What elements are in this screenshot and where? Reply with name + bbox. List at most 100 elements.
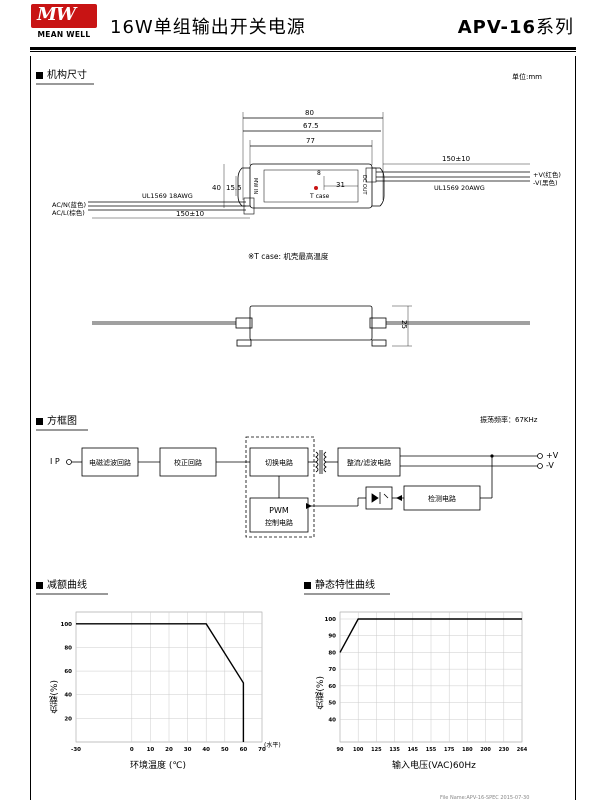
mechanical-section-title: 机构尺寸 <box>36 66 94 85</box>
tc-note: ※T case: 机壳最高温度 <box>248 252 329 261</box>
block-section-title: 方框图 <box>36 412 88 431</box>
page-frame <box>30 56 576 800</box>
derating-ytick-label: 100 <box>61 622 73 628</box>
static-ytick-label: 80 <box>328 650 336 656</box>
tc-point-icon <box>314 186 318 190</box>
top-view-drawing <box>88 112 530 219</box>
derating-xtick-label: 40 <box>202 747 210 753</box>
out-plus-label: +V <box>546 451 559 460</box>
derating-xtick-label: 30 <box>184 747 192 753</box>
static-xtick-label: 155 <box>426 747 437 753</box>
page-header: MW MEAN WELL 16W单组输出开关电源 APV-16系列 <box>0 0 600 48</box>
static-ytick-label: 60 <box>328 684 336 690</box>
dim-body: 77 <box>306 137 315 145</box>
switching-frequency: 振荡频率：67KHz <box>480 416 538 424</box>
static-xtick-label: 145 <box>408 747 419 753</box>
static-ytick-label: 40 <box>328 717 336 723</box>
static-section-title: 静态特性曲线 <box>304 576 390 595</box>
static-xtick-label: 90 <box>337 747 344 753</box>
derating-ylabel: 负载(%) <box>50 680 60 714</box>
out-v-minus: -V(黑色) <box>533 179 558 187</box>
output-minus-terminal-icon <box>537 463 543 469</box>
switching-label: 切换电路 <box>265 459 293 467</box>
out-v-plus: +V(红色) <box>533 171 561 179</box>
static-ytick-label: 90 <box>328 634 336 640</box>
derating-xlabel: 环境温度 (℃) <box>130 761 186 771</box>
derating-ytick-label: 60 <box>64 669 72 675</box>
static-ytick-label: 100 <box>325 617 337 623</box>
out-cable: UL1569 20AWG <box>434 184 485 192</box>
emi-label: 电磁滤波回路 <box>89 459 131 467</box>
static-xtick-label: 125 <box>371 747 382 753</box>
pwm-sub-label: 控制电路 <box>265 519 293 527</box>
static-xtick-label: 180 <box>462 747 473 753</box>
input-terminal-icon <box>66 459 72 465</box>
pwm-label: PWM <box>269 506 289 515</box>
rectifier-label: 校正回路 <box>174 459 202 467</box>
static-ylabel: 负载(%) <box>316 676 326 710</box>
logo-text: MEAN WELL <box>37 30 91 39</box>
out-minus-label: -V <box>546 461 554 470</box>
logo-mark: MW <box>37 4 76 25</box>
dim-height: 40 <box>212 184 221 192</box>
side-out-label: DC OUT <box>361 175 367 195</box>
page-title: 16W单组输出开关电源 <box>110 17 306 38</box>
bullet-square-icon <box>36 71 43 79</box>
dim-lead-in: 150±10 <box>176 210 205 218</box>
header-rule-thin <box>30 51 576 52</box>
mean-well-logo: MW <box>31 4 97 28</box>
bullet-square-icon <box>36 417 43 425</box>
dim-hole-spacing: 67.5 <box>303 122 319 130</box>
junction-dot-icon <box>490 454 494 458</box>
derating-section-title: 减额曲线 <box>36 576 108 595</box>
rect-filter-label: 整流/滤波电路 <box>346 459 392 467</box>
derating-xtick-label: 70 <box>258 747 266 753</box>
detect-label: 检测电路 <box>428 495 456 503</box>
dim-side-height: 25 <box>400 320 408 329</box>
dim-tc: 31 <box>336 181 345 189</box>
static-series-line <box>339 618 522 653</box>
side-view-drawing <box>92 305 530 347</box>
static-xtick-label: 135 <box>389 747 400 753</box>
ac-n-label: AC/N(蓝色) <box>52 201 86 209</box>
derating-ytick-label: 40 <box>64 693 72 699</box>
derating-ytick-label: 20 <box>64 716 72 722</box>
static-xlabel: 输入电压(VAC)60Hz <box>392 761 476 771</box>
static-xtick-label: 175 <box>444 747 455 753</box>
side-in-label: MW IN <box>252 178 258 195</box>
static-xtick-label: 100 <box>353 747 364 753</box>
static-ytick-label: 70 <box>328 667 336 673</box>
dim-overall: 80 <box>305 109 314 117</box>
derating-xtick-label: 10 <box>147 747 155 753</box>
ip-label: I P <box>50 457 60 466</box>
derating-series-line <box>76 623 245 742</box>
footer-filename: File Name:APV-16-SPEC 2015-07-30 <box>440 795 530 801</box>
series-model: APV-16 <box>457 17 536 38</box>
output-plus-terminal-icon <box>537 453 543 459</box>
unit-label: 单位:mm <box>512 73 542 81</box>
static-xtick-label: 264 <box>517 747 528 753</box>
arrow-icon <box>396 495 402 501</box>
series-title: APV-16系列 <box>458 13 574 39</box>
derating-xtick-label: 60 <box>240 747 248 753</box>
static-ytick-label: 50 <box>328 701 336 707</box>
derating-xunit: (水平) <box>264 742 281 749</box>
header-rule <box>30 47 576 50</box>
dashed-group <box>245 436 315 538</box>
derating-xtick-label: 20 <box>165 747 173 753</box>
bullet-square-icon <box>36 581 43 589</box>
derating-xtick-label: -30 <box>71 747 81 753</box>
tc-label: T case <box>310 193 330 200</box>
arrow-icon <box>306 503 312 509</box>
series-suffix: 系列 <box>536 17 574 38</box>
static-xtick-label: 200 <box>480 747 491 753</box>
ac-l-label: AC/L(棕色) <box>52 209 85 217</box>
dim-small-marker: 8 <box>317 170 321 177</box>
derating-xtick-label: 0 <box>130 747 134 753</box>
bullet-square-icon <box>304 581 311 589</box>
in-cable: UL1569 18AWG <box>142 192 193 200</box>
